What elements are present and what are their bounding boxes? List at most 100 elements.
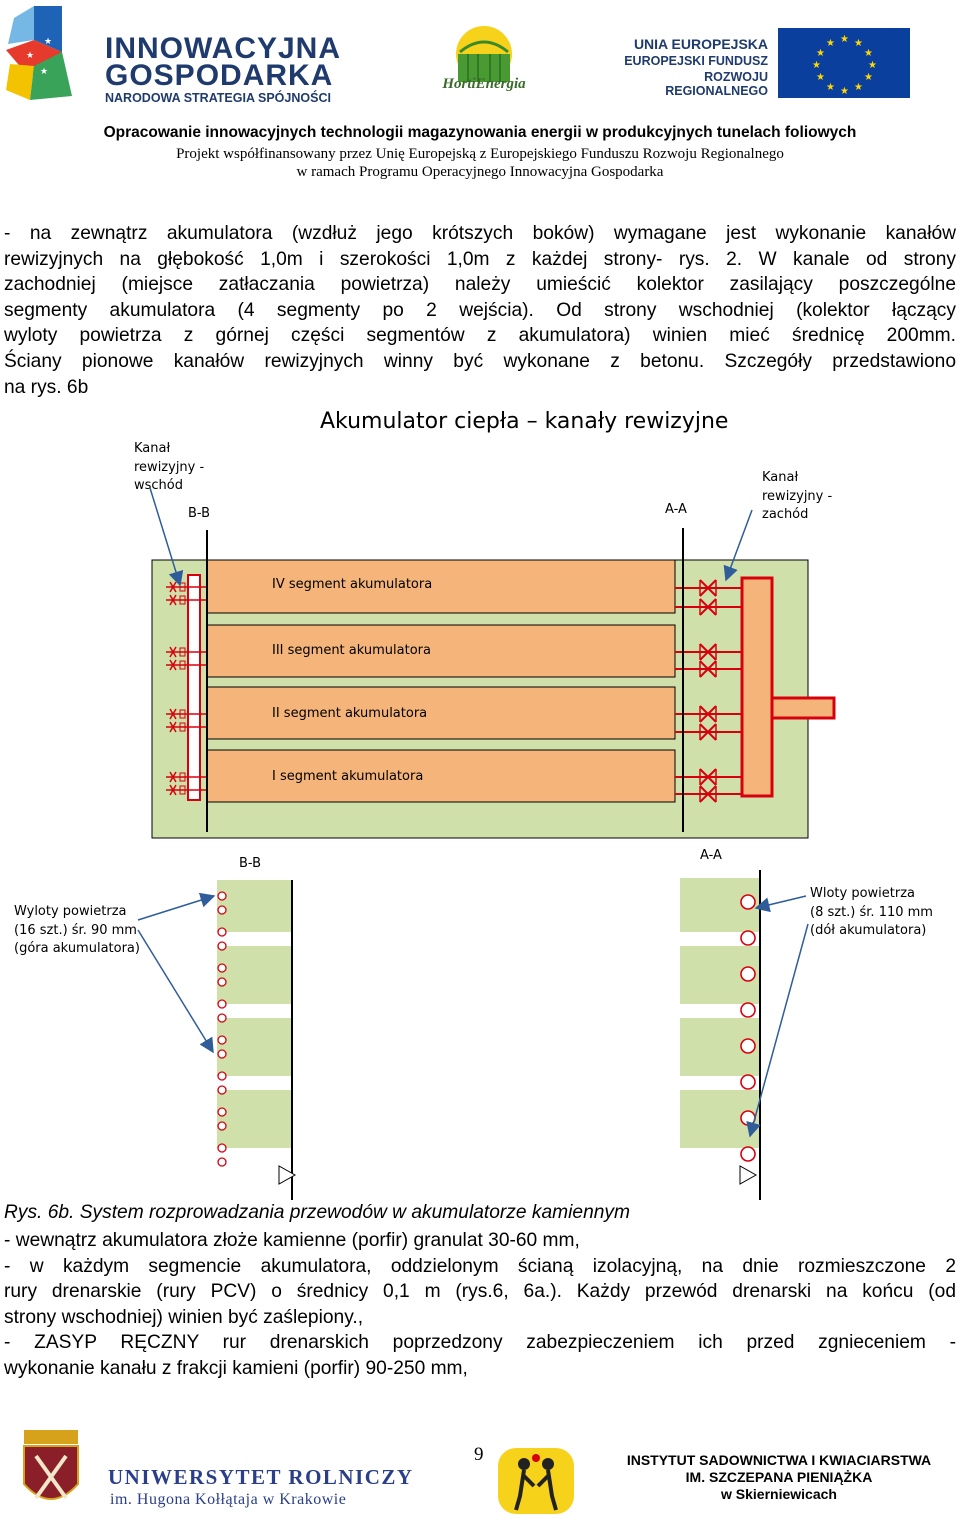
svg-text:★: ★ — [826, 38, 835, 49]
valve-icon — [699, 643, 717, 661]
pointer-west — [723, 509, 753, 582]
section-bb-body — [217, 880, 292, 1160]
fitting-icon — [179, 709, 186, 719]
separator-band — [680, 932, 760, 946]
outlets-label: Wyloty powietrza (16 szt.) śr. 90 mm (gó… — [14, 903, 140, 959]
valve-body-icon — [699, 580, 717, 596]
valve-icon — [699, 660, 717, 678]
separator-band — [680, 1148, 760, 1162]
university-line1: UNIWERSYTET ROLNICZY — [108, 1465, 414, 1489]
section-bb-top: B-B — [188, 506, 211, 521]
outlet-circle-icon — [217, 905, 227, 915]
body-line: - w każdym segmencie akumulatora, oddzie… — [4, 1255, 956, 1277]
outlet-circle-icon — [217, 999, 227, 1009]
inlets-line: Wloty powietrza — [810, 886, 916, 901]
figure-caption: Rys. 6b. System rozprowadzania przewodów… — [4, 1202, 630, 1223]
outlet-circle-icon — [217, 941, 227, 951]
separator-band — [217, 1076, 292, 1090]
inlet-circle-icon — [740, 966, 756, 982]
valve-body-icon — [699, 644, 717, 660]
outlets-line: Wyloty powietrza — [14, 904, 127, 919]
valve-icon — [699, 705, 717, 723]
university-crest — [20, 1428, 82, 1516]
diagram-title: Akumulator ciepła – kanały rewizyjne — [320, 409, 729, 434]
inlet-circle-icon — [740, 930, 756, 946]
body-paragraph: - wewnątrz akumulatora złoże kamienne (p… — [4, 1228, 956, 1382]
inlets-line: (dół akumulatora) — [810, 923, 927, 938]
body-line: wykonanie kanału z frakcji kamieni (porf… — [4, 1357, 468, 1379]
intro-line: segmenty akumulatora (4 segmenty po 2 we… — [4, 299, 956, 321]
valve-icon — [169, 646, 177, 658]
segment-label: IV segment akumulatora — [272, 577, 432, 592]
valve-body-icon — [699, 661, 717, 677]
section-aa-top: A-A — [665, 502, 687, 517]
valve-body-icon — [699, 769, 717, 785]
label-west-channel: Kanał rewizyjny - zachód — [762, 469, 832, 525]
label-west-line: rewizyjny - — [762, 488, 833, 504]
crest-icon — [23, 1430, 79, 1500]
inlets-line: (8 szt.) śr. 110 mm — [810, 904, 933, 920]
intro-paragraph: - na zewnątrz akumulatora (wzdłuż jego k… — [4, 221, 956, 400]
fitting-icon — [179, 772, 186, 782]
university-line2: im. Hugona Kołłątaja w Krakowie — [110, 1491, 347, 1508]
body-line: - wewnątrz akumulatora złoże kamienne (p… — [4, 1230, 580, 1251]
intro-line: wyloty powietrza z górnej części segment… — [4, 325, 956, 347]
svg-text:★: ★ — [40, 67, 48, 77]
outlets-line: (16 szt.) śr. 90 mm — [14, 922, 137, 938]
logo-right-line3: ROZWOJU REGIONALNEGO — [665, 70, 768, 98]
inlet-circle-icon — [740, 1038, 756, 1054]
segment-ii — [206, 686, 676, 740]
accumulator-plan-diagram: IV segment akumulatora III segment akumu… — [149, 487, 836, 839]
logo-left-line2: GOSPODARKA — [105, 59, 334, 92]
outlet-circles — [217, 891, 227, 1167]
valve-icon — [699, 785, 717, 803]
intro-line: na rys. 6b — [4, 376, 89, 398]
outlet-circle-icon — [217, 1071, 227, 1081]
svg-text:★: ★ — [826, 82, 835, 93]
hortienergia-logo-icon — [456, 26, 512, 82]
label-east-channel: Kanał rewizyjny - wschód — [134, 440, 204, 496]
valve-body-icon — [699, 599, 717, 615]
separator-band — [217, 1004, 292, 1018]
separator-band — [217, 1148, 292, 1162]
inlet-circle-icon — [740, 1074, 756, 1090]
label-west-line: zachód — [762, 507, 809, 522]
project-title: Opracowanie innowacyjnych technologii ma… — [103, 124, 857, 141]
outlet-circle-icon — [217, 977, 227, 987]
valve-body-icon — [699, 706, 717, 722]
valve-icon — [169, 721, 177, 733]
segment-label: I segment akumulatora — [272, 769, 423, 784]
logo-right-line2: EUROPEJSKI FUNDUSZ — [624, 54, 768, 68]
fitting-icon — [179, 660, 186, 670]
innowacyjna-logo-icon: ★ ★ ★ — [6, 6, 72, 100]
cofinance-line2: w ramach Programu Operacyjnego Innowacyj… — [296, 164, 664, 180]
east-fittings — [166, 581, 207, 796]
fitting-icon — [179, 722, 186, 732]
west-fittings — [675, 579, 742, 803]
valve-body-icon — [699, 724, 717, 740]
drain-end-icon — [278, 1165, 297, 1185]
eu-flag: ★★★ ★★★ ★★★ ★★★ — [778, 28, 910, 98]
outlet-circle-icon — [217, 891, 227, 901]
valve-icon — [699, 768, 717, 786]
west-feed-pipe — [770, 696, 836, 720]
outlet-circle-icon — [217, 1049, 227, 1059]
svg-text:★: ★ — [44, 37, 52, 47]
institute-logo — [496, 1446, 576, 1516]
outlet-circle-icon — [217, 1107, 227, 1117]
logo-left-line3: NARODOWA STRATEGIA SPÓJNOŚCI — [105, 91, 331, 105]
pointer-inlets-2 — [746, 923, 809, 1138]
inlet-circle-icon — [740, 1146, 756, 1162]
valve-icon — [169, 659, 177, 671]
intro-line: Ściany pionowe kanałów rewizyjnych winny… — [4, 350, 956, 372]
institute-line2: IM. SZCZEPANA PIENIĄŻKA — [685, 1469, 873, 1485]
logo-innowacyjna-gospodarka: ★ ★ ★ — [0, 0, 360, 112]
svg-text:★: ★ — [26, 51, 34, 61]
outlet-circle-icon — [217, 927, 227, 937]
label-west-line: Kanał — [762, 470, 799, 485]
valve-icon — [699, 723, 717, 741]
svg-text:★: ★ — [816, 48, 825, 59]
outlet-circle-icon — [217, 1085, 227, 1095]
fitting-icon — [179, 647, 186, 657]
separator-band — [217, 932, 292, 946]
